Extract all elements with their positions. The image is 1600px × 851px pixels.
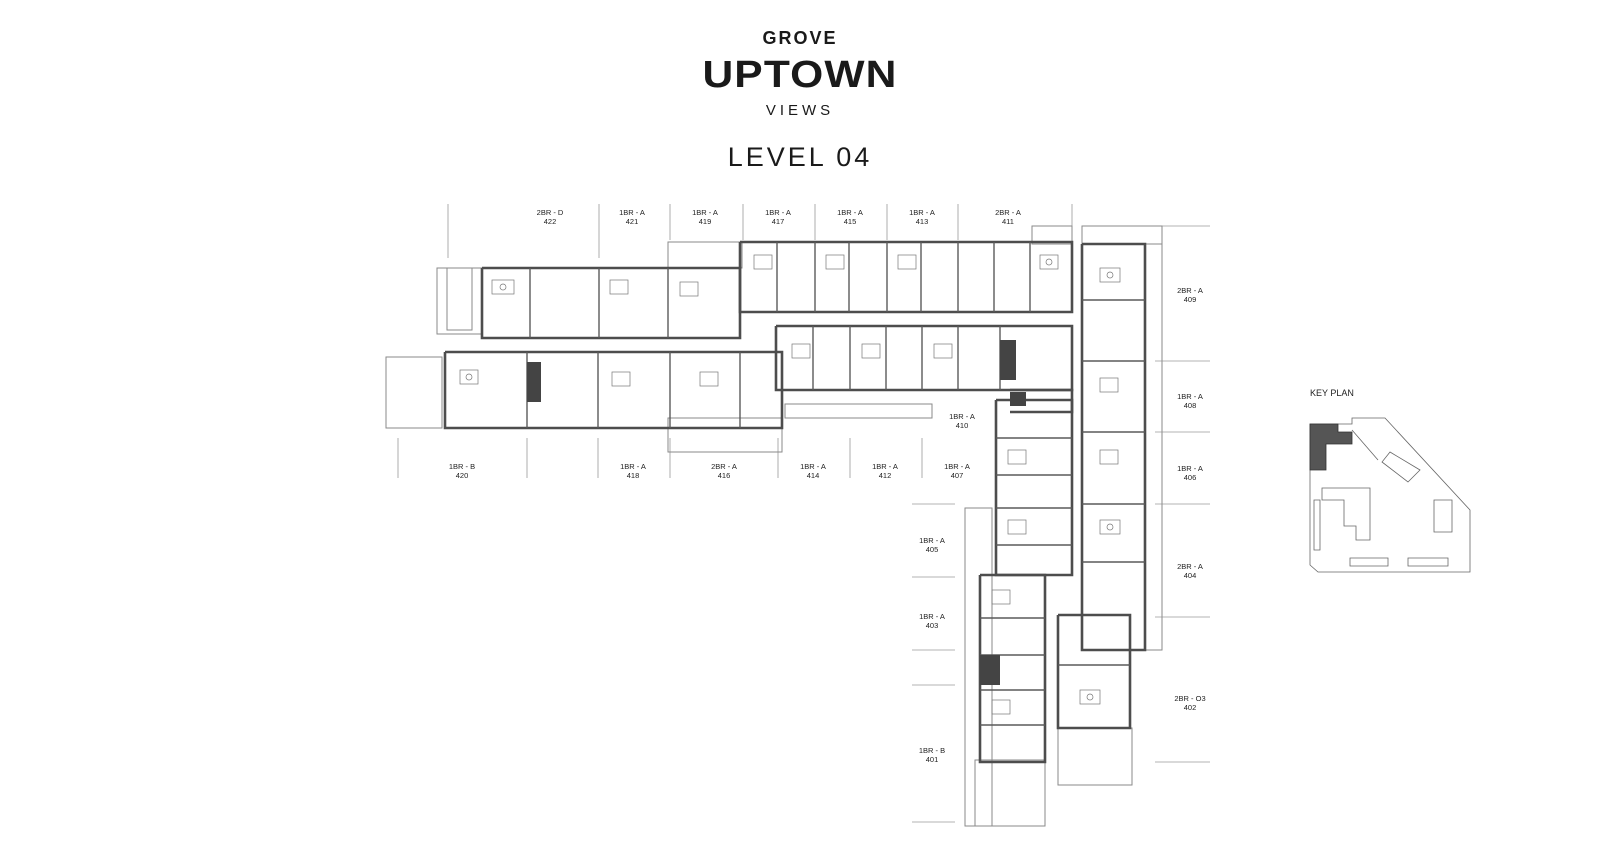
- logo-grove: GROVE: [762, 28, 838, 48]
- logo-uptown: UPTOWN: [702, 54, 898, 96]
- terraces: [385, 225, 1163, 827]
- fixtures: [459, 254, 1121, 715]
- dimension-lines: [397, 204, 1210, 823]
- logo-views: VIEWS: [765, 102, 835, 119]
- key-plan-highlight: [1309, 423, 1353, 471]
- key-plan-title: KEY PLAN: [1310, 388, 1354, 398]
- level-title: LEVEL 04: [727, 142, 873, 172]
- cores: [527, 340, 1026, 685]
